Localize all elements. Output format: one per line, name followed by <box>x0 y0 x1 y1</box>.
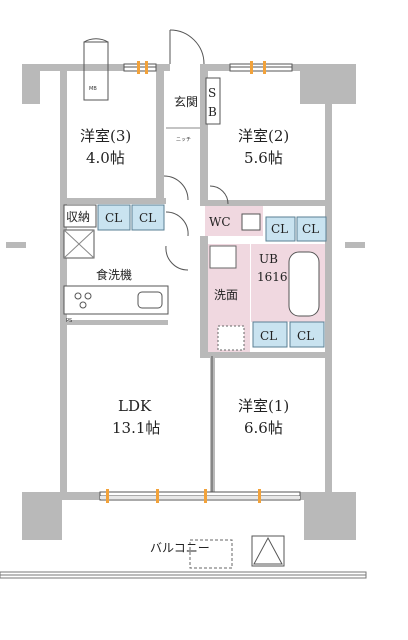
walls <box>6 64 365 540</box>
stove-burner-icon <box>79 301 87 309</box>
storage-label: 収納 <box>66 210 90 224</box>
closet-6 <box>289 321 325 348</box>
mb-label: MB <box>89 86 97 92</box>
sink <box>137 291 163 309</box>
unit-bath-size: 1616 <box>257 270 288 284</box>
bathtub <box>288 251 320 317</box>
western1-name: 洋室(1) <box>238 397 289 415</box>
closet-5 <box>252 321 288 348</box>
dishwasher-label: 食洗機 <box>96 267 132 282</box>
niche-label: ニッチ <box>176 137 191 143</box>
western3-name: 洋室(3) <box>80 127 131 145</box>
toilet <box>241 213 261 231</box>
closet-6-label: CL <box>297 329 314 343</box>
interior-doors <box>163 175 229 492</box>
closet-4 <box>296 216 327 242</box>
closet-3-label: CL <box>271 222 288 236</box>
stove-burner-icon <box>74 292 82 300</box>
shoebox <box>205 77 221 125</box>
shoebox-label-s: S <box>208 86 216 100</box>
ldk-size: 13.1帖 <box>112 419 160 437</box>
western2-name: 洋室(2) <box>238 127 289 145</box>
evacuation-hatch <box>251 535 285 567</box>
closet-2 <box>131 204 165 231</box>
balcony <box>0 535 367 579</box>
entrance-door <box>169 29 205 65</box>
windows <box>99 61 301 503</box>
western1-size: 6.6帖 <box>244 419 283 437</box>
ps-label: PS <box>66 318 72 324</box>
unit-bath-name: UB <box>259 252 278 266</box>
closet-4-label: CL <box>302 222 319 236</box>
closet-3 <box>265 216 296 242</box>
washroom-label: 洗面 <box>214 288 238 302</box>
hatch-icon <box>253 536 283 565</box>
washbasin <box>209 245 237 269</box>
closet-5-label: CL <box>260 329 277 343</box>
outdoor-unit <box>189 539 233 569</box>
closet-1-label: CL <box>105 211 122 225</box>
western2-size: 5.6帖 <box>244 149 283 167</box>
kitchen-counter <box>63 285 169 315</box>
balcony-label: バルコニー <box>150 541 210 555</box>
stove-burner-icon <box>84 292 92 300</box>
mb-closet: MB <box>83 38 109 101</box>
ldk-name: LDK <box>118 397 152 415</box>
closet-2-label: CL <box>139 211 156 225</box>
storage-box <box>63 204 97 228</box>
shoebox-label-b: B <box>208 105 217 119</box>
closet-1 <box>97 204 131 231</box>
entrance-label: 玄関 <box>174 94 198 109</box>
western3-size: 4.0帖 <box>86 149 125 167</box>
washing-machine <box>217 325 245 351</box>
wc-label: WC <box>209 215 231 229</box>
